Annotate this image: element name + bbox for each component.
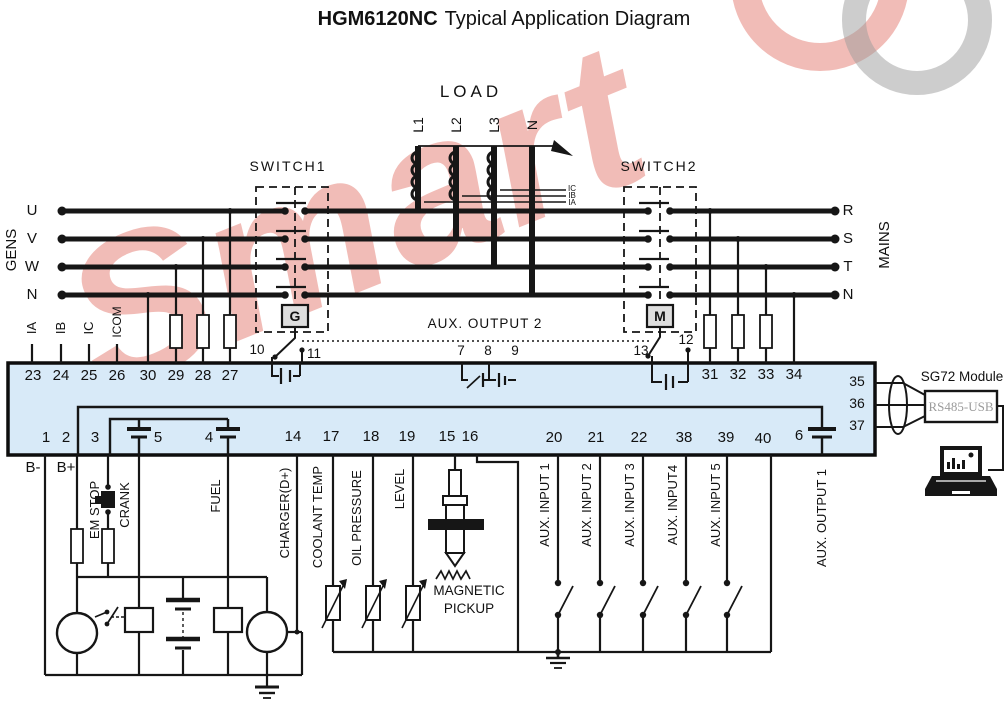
engine-dc-circuit	[43, 455, 304, 699]
switch-dots	[294, 579, 731, 635]
magnetic-pickup-icon	[428, 455, 520, 652]
watermark-logo-arcs	[732, 0, 992, 95]
ground-icon	[546, 649, 570, 669]
charge-alternator-icon	[245, 610, 289, 654]
internal-buses	[76, 405, 836, 455]
generator-breaker-box	[280, 303, 310, 329]
terminal-strip	[6, 361, 877, 457]
starter-motor-icon	[55, 611, 99, 655]
fuse-icons	[169, 314, 773, 349]
title-model: HGM6120NC	[317, 8, 438, 30]
relay-blade-dots	[272, 347, 691, 360]
bus-dots	[57, 206, 840, 300]
sg72-module	[875, 375, 1004, 471]
internal-relay-contacts	[271, 363, 689, 390]
mains-breaker-box	[645, 303, 675, 329]
load-feeders	[410, 140, 573, 295]
ct-coils-icon	[410, 150, 495, 202]
junction-dots	[145, 208, 797, 298]
load-arrow-icon	[551, 140, 573, 156]
laptop-icon	[925, 446, 997, 496]
bus-bars	[62, 201, 835, 298]
fuse-icon	[101, 528, 115, 564]
em-stop-button-icon	[95, 484, 115, 515]
solenoid-contact-icon	[94, 606, 125, 627]
rs485-usb-box	[923, 389, 999, 424]
fuse-icon	[70, 528, 84, 564]
circuit-wires	[6, 140, 1004, 699]
sensor-circuit	[321, 455, 771, 669]
gear-teeth-icon	[435, 569, 471, 581]
crank-relay-box	[123, 606, 155, 634]
switch-enclosures	[255, 186, 697, 363]
shielded-cable-icon	[888, 375, 908, 435]
ground-icon	[255, 685, 279, 699]
battery-icon	[166, 597, 200, 650]
page-title: HGM6120NC Typical Application Diagram	[0, 8, 1008, 31]
title-text: Typical Application Diagram	[444, 8, 691, 30]
aux-input-switches	[556, 455, 773, 652]
fuel-relay-box	[212, 606, 244, 634]
voltage-sense-wires	[30, 211, 796, 363]
